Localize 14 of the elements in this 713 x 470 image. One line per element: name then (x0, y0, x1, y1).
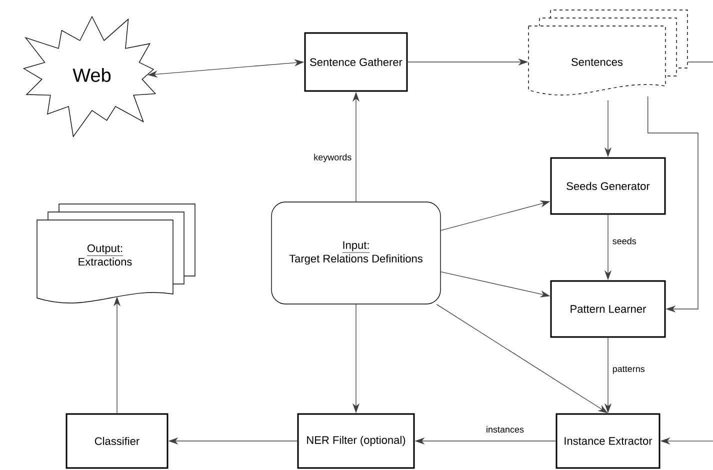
process-box: NER Filter (optional) (297, 413, 415, 469)
process-box: Seeds Generator (550, 157, 666, 215)
process-box: Classifier (66, 413, 168, 469)
edge-label: keywords (312, 152, 353, 164)
edge-label: seeds (611, 236, 638, 246)
edge-label: instances (485, 425, 525, 434)
document-stack: Output: Extractions (36, 204, 196, 304)
process-box: Pattern Learner (550, 280, 666, 338)
process-box: Sentence Gatherer (304, 32, 408, 92)
edge-label: patterns (611, 365, 646, 375)
document-stack: Sentences (528, 10, 688, 96)
process-box: Instance Extractor (556, 413, 660, 469)
rounded-box: Input: Target Relations Definitions (271, 202, 441, 304)
arrow (648, 96, 698, 313)
